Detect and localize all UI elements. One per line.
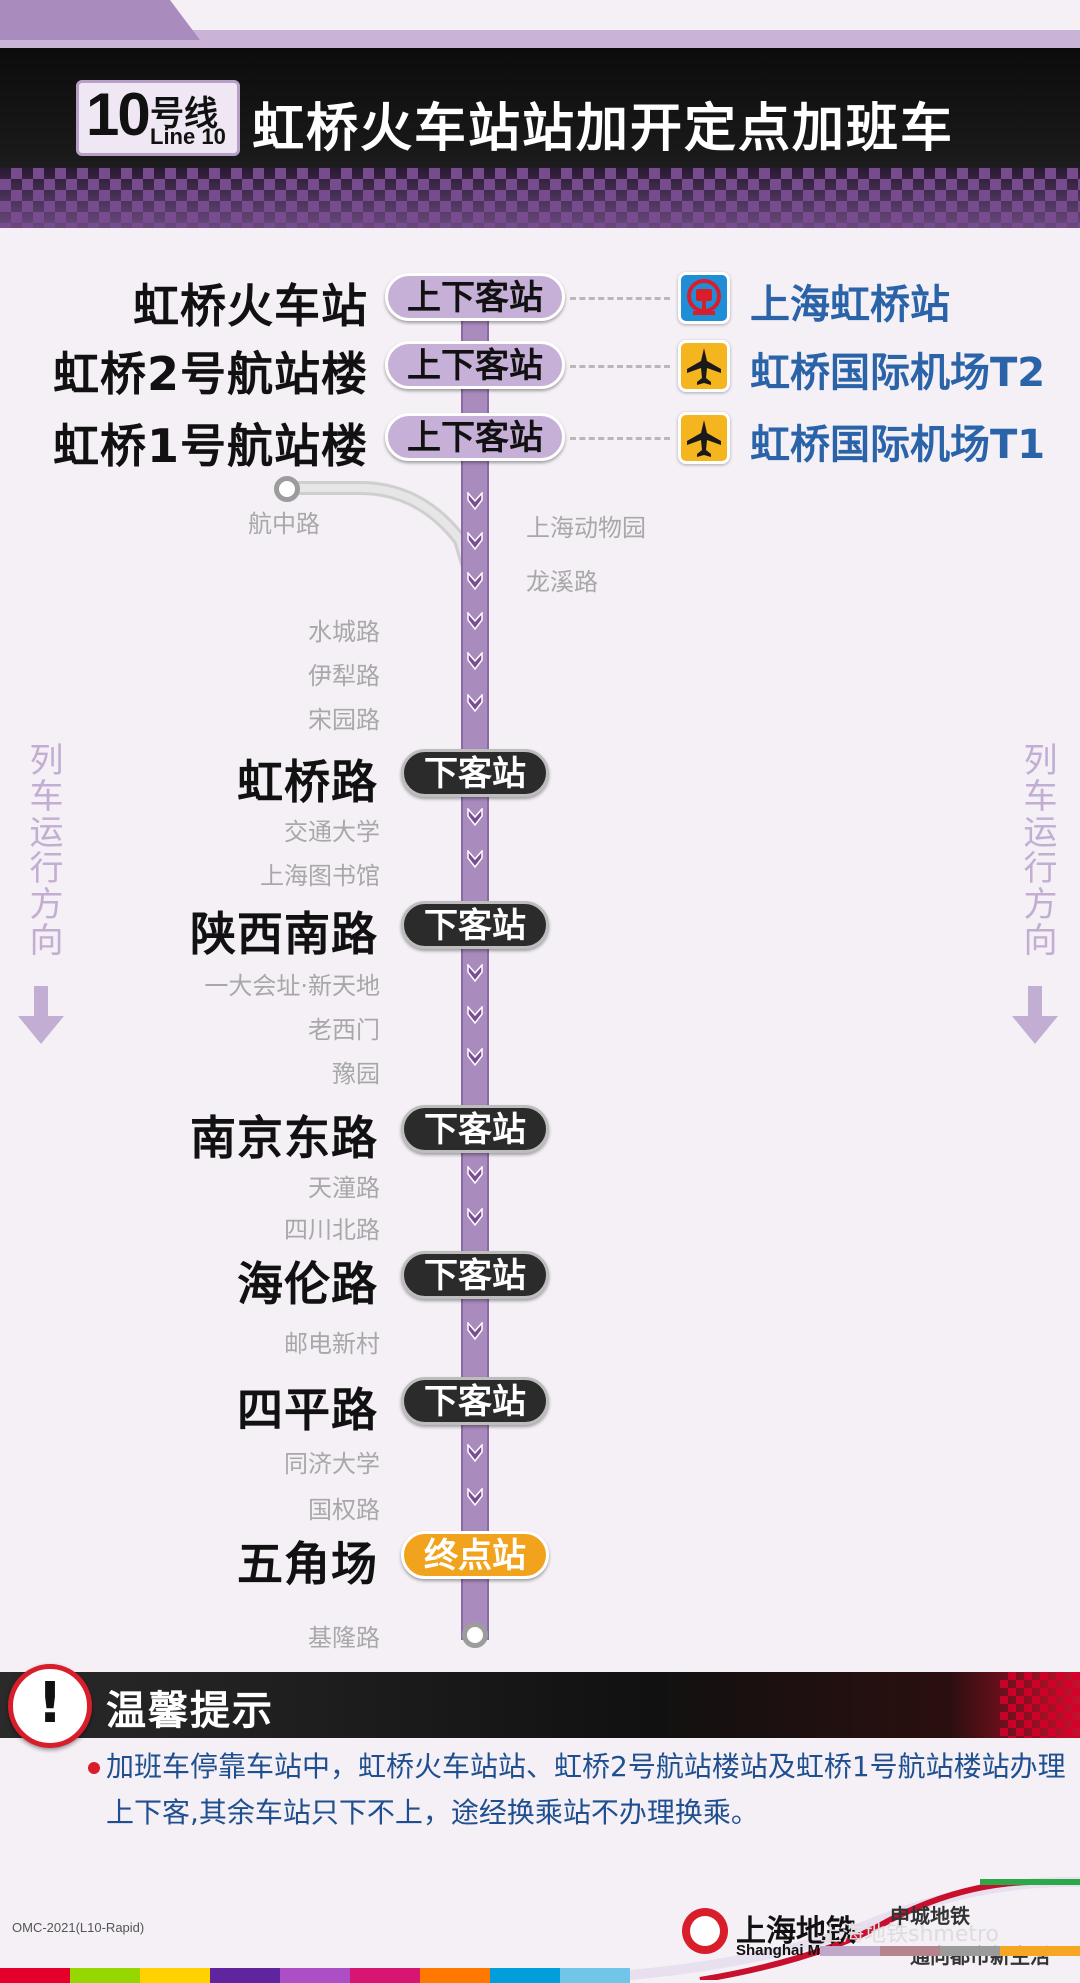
chevron-down-icon xyxy=(467,1048,483,1066)
direction-label-right: 列车运行方向 xyxy=(1017,742,1057,958)
station-hongqiao-t1: 虹桥1号航站楼 xyxy=(52,419,368,473)
top-tab xyxy=(0,0,200,40)
line-number: 10 xyxy=(86,81,151,148)
logo-inner xyxy=(690,1916,720,1946)
warning-icon xyxy=(8,1664,92,1748)
chevron-down-icon xyxy=(467,1322,483,1340)
watermark: 上海地铁shmetro xyxy=(820,1922,1000,1947)
station-yuyuan: 豫园 xyxy=(332,1060,380,1088)
pill-board-alight: 上下客站 xyxy=(385,341,565,389)
chevron-down-icon xyxy=(467,808,483,826)
station-hongqiao-t2: 虹桥2号航站楼 xyxy=(52,347,368,401)
connection-railway-label: 上海虹桥站 xyxy=(750,282,950,328)
connection-airport-t1-label: 虹桥国际机场T1 xyxy=(750,422,1046,468)
chevron-down-icon xyxy=(467,1444,483,1462)
footer-curve-decoration xyxy=(560,1876,1080,1980)
chevron-down-icon xyxy=(467,532,483,550)
station-nanjing-east: 南京东路 xyxy=(190,1111,378,1165)
chevron-down-icon xyxy=(467,652,483,670)
page-title: 虹桥火车站站加开定点加班车 xyxy=(252,99,955,159)
document-code: OMC-2021(L10-Rapid) xyxy=(12,1920,145,1935)
station-hongqiao-rd: 虹桥路 xyxy=(237,755,378,809)
down-arrow-icon xyxy=(1012,986,1058,1044)
station-shaanxi-south: 陕西南路 xyxy=(190,907,378,961)
station-shanghai-library: 上海图书馆 xyxy=(260,862,380,890)
line-color-stripes xyxy=(0,1946,1080,1983)
down-arrow-icon xyxy=(18,986,64,1044)
chevron-down-icon xyxy=(467,694,483,712)
connector-dash xyxy=(570,437,670,440)
pill-alight-only: 下客站 xyxy=(401,1377,549,1425)
connector-dash xyxy=(570,297,670,300)
station-tiantong: 天潼路 xyxy=(308,1174,380,1202)
direction-label-left: 列车运行方向 xyxy=(23,742,63,958)
station-laoximen: 老西门 xyxy=(308,1016,380,1044)
chevron-down-icon xyxy=(467,572,483,590)
slogan-line1: 申城地铁 xyxy=(890,1904,970,1928)
station-guoquan: 国权路 xyxy=(308,1496,380,1524)
pill-alight-only: 下客站 xyxy=(401,1105,549,1153)
chevron-down-icon xyxy=(467,1208,483,1226)
station-longxi: 龙溪路 xyxy=(526,568,598,596)
station-jiaotong-univ: 交通大学 xyxy=(284,818,380,846)
pill-board-alight: 上下客站 xyxy=(385,413,565,461)
station-xintiandi: 一大会址·新天地 xyxy=(204,972,380,1000)
station-youdian: 邮电新村 xyxy=(284,1330,380,1358)
connector-dash xyxy=(570,365,670,368)
chevron-down-icon xyxy=(467,1006,483,1024)
chevron-down-icon xyxy=(467,1488,483,1506)
airplane-icon xyxy=(678,340,730,392)
airplane-icon xyxy=(678,412,730,464)
notice-text: 加班车停靠车站中，虹桥火车站站、虹桥2号航站楼站及虹桥1号航站楼站办理上下客,其… xyxy=(106,1750,1066,1829)
chevron-down-icon xyxy=(467,964,483,982)
jilong-endpoint xyxy=(462,1622,488,1648)
station-songyuan: 宋园路 xyxy=(308,706,380,734)
station-hangzhong: 航中路 xyxy=(248,510,320,538)
pill-alight-only: 下客站 xyxy=(401,749,549,797)
station-yili: 伊犁路 xyxy=(308,662,380,690)
line-cn-label: 号线 xyxy=(150,94,218,134)
notice-bar xyxy=(0,1672,1080,1738)
station-tongji: 同济大学 xyxy=(284,1450,380,1478)
pill-board-alight: 上下客站 xyxy=(385,273,565,321)
pill-terminal: 终点站 xyxy=(401,1531,549,1579)
notice-checker-pattern xyxy=(1000,1672,1080,1738)
chevron-down-icon xyxy=(467,1166,483,1184)
chevron-down-icon xyxy=(467,492,483,510)
brand-cn: 上海地铁 xyxy=(736,1914,856,1949)
notice-title: 温馨提示 xyxy=(106,1688,274,1734)
exclamation-icon: ! xyxy=(37,1671,63,1736)
line-badge xyxy=(76,80,240,156)
top-band xyxy=(0,30,1080,48)
connection-airport-t2-label: 虹桥国际机场T2 xyxy=(750,350,1046,396)
branch-track xyxy=(283,481,480,590)
station-sichuan-north: 四川北路 xyxy=(284,1216,380,1244)
chevron-down-icon xyxy=(467,850,483,868)
station-jilong: 基隆路 xyxy=(308,1624,380,1652)
pill-alight-only: 下客站 xyxy=(401,1251,549,1299)
hangzhong-endpoint xyxy=(274,476,300,502)
station-hailun: 海伦路 xyxy=(237,1257,378,1311)
station-siping: 四平路 xyxy=(237,1383,378,1437)
header-checker-pattern xyxy=(0,168,1080,228)
station-hongqiao-railway: 虹桥火车站 xyxy=(133,279,368,333)
line-en-label: Line 10 xyxy=(150,124,226,149)
station-shuicheng: 水城路 xyxy=(308,618,380,646)
station-wujiaochang: 五角场 xyxy=(237,1537,378,1591)
chevron-down-icon xyxy=(467,612,483,630)
pill-alight-only: 下客站 xyxy=(401,901,549,949)
railway-icon xyxy=(678,272,730,324)
bullet-dot xyxy=(88,1762,100,1774)
station-shanghai-zoo: 上海动物园 xyxy=(526,514,646,542)
